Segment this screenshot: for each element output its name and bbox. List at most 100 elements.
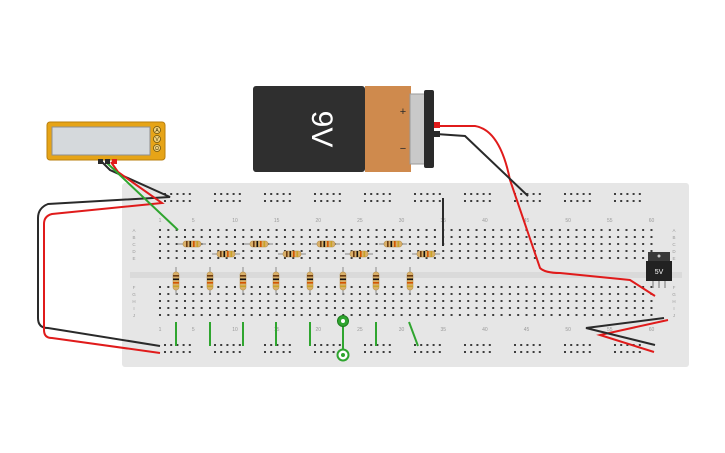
rail-hole[interactable]	[338, 200, 341, 202]
strip-hole[interactable]	[583, 286, 586, 288]
rail-hole[interactable]	[220, 200, 223, 202]
strip-hole[interactable]	[433, 236, 436, 238]
strip-hole[interactable]	[600, 250, 603, 252]
strip-hole[interactable]	[583, 243, 586, 245]
rail-hole[interactable]	[182, 344, 185, 346]
strip-hole[interactable]	[567, 286, 570, 288]
strip-hole[interactable]	[317, 293, 320, 295]
strip-hole[interactable]	[383, 236, 386, 238]
rail-hole[interactable]	[520, 200, 523, 202]
strip-hole[interactable]	[550, 229, 553, 231]
strip-hole[interactable]	[159, 286, 161, 288]
strip-hole[interactable]	[458, 286, 461, 288]
strip-hole[interactable]	[625, 300, 628, 302]
strip-hole[interactable]	[258, 236, 261, 238]
strip-hole[interactable]	[267, 293, 270, 295]
rail-hole[interactable]	[538, 193, 541, 195]
strip-hole[interactable]	[558, 293, 561, 295]
strip-hole[interactable]	[542, 300, 545, 302]
strip-hole[interactable]	[533, 314, 536, 316]
strip-hole[interactable]	[175, 293, 178, 295]
strip-hole[interactable]	[508, 257, 511, 259]
rail-hole[interactable]	[476, 193, 479, 195]
strip-hole[interactable]	[592, 293, 595, 295]
rail-hole[interactable]	[520, 193, 523, 195]
strip-hole[interactable]	[558, 257, 561, 259]
strip-hole[interactable]	[217, 286, 220, 288]
strip-hole[interactable]	[408, 243, 411, 245]
strip-hole[interactable]	[283, 286, 286, 288]
strip-hole[interactable]	[617, 250, 620, 252]
strip-hole[interactable]	[183, 250, 186, 252]
strip-hole[interactable]	[258, 300, 261, 302]
strip-hole[interactable]	[200, 257, 203, 259]
rail-hole[interactable]	[370, 344, 373, 346]
resistor[interactable]	[339, 267, 347, 295]
rail-hole[interactable]	[432, 200, 435, 202]
rail-hole[interactable]	[576, 193, 579, 195]
strip-hole[interactable]	[167, 314, 170, 316]
strip-hole[interactable]	[392, 257, 395, 259]
strip-hole[interactable]	[267, 236, 270, 238]
strip-hole[interactable]	[517, 243, 520, 245]
strip-hole[interactable]	[550, 293, 553, 295]
strip-hole[interactable]	[608, 236, 611, 238]
strip-hole[interactable]	[317, 250, 320, 252]
strip-hole[interactable]	[508, 300, 511, 302]
strip-hole[interactable]	[442, 286, 445, 288]
strip-hole[interactable]	[367, 257, 370, 259]
strip-hole[interactable]	[258, 257, 261, 259]
strip-hole[interactable]	[333, 229, 336, 231]
strip-hole[interactable]	[492, 293, 495, 295]
strip-hole[interactable]	[650, 229, 653, 231]
strip-hole[interactable]	[642, 250, 645, 252]
strip-hole[interactable]	[483, 300, 486, 302]
strip-hole[interactable]	[508, 286, 511, 288]
strip-hole[interactable]	[192, 257, 195, 259]
strip-hole[interactable]	[317, 300, 320, 302]
strip-hole[interactable]	[592, 250, 595, 252]
strip-hole[interactable]	[392, 293, 395, 295]
rail-hole[interactable]	[582, 193, 585, 195]
rail-hole[interactable]	[632, 351, 635, 353]
resistor[interactable]	[306, 267, 314, 295]
strip-hole[interactable]	[367, 236, 370, 238]
strip-hole[interactable]	[533, 307, 536, 309]
strip-hole[interactable]	[600, 257, 603, 259]
rail-hole[interactable]	[376, 193, 379, 195]
wires[interactable]	[37, 125, 669, 354]
rail-hole[interactable]	[182, 200, 185, 202]
strip-hole[interactable]	[500, 307, 503, 309]
strip-hole[interactable]	[642, 314, 645, 316]
rail-hole[interactable]	[332, 200, 335, 202]
rail-hole[interactable]	[638, 351, 641, 353]
strip-hole[interactable]	[633, 300, 636, 302]
rail-hole[interactable]	[364, 351, 366, 353]
rail-hole[interactable]	[170, 193, 173, 195]
rail-hole[interactable]	[620, 200, 623, 202]
rail-hole[interactable]	[176, 344, 179, 346]
rail-hole[interactable]	[164, 351, 166, 353]
strip-hole[interactable]	[525, 307, 528, 309]
strip-hole[interactable]	[400, 257, 403, 259]
strip-hole[interactable]	[350, 286, 353, 288]
strip-hole[interactable]	[242, 243, 245, 245]
strip-hole[interactable]	[383, 314, 386, 316]
strip-hole[interactable]	[317, 314, 320, 316]
strip-hole[interactable]	[533, 300, 536, 302]
strip-hole[interactable]	[258, 307, 261, 309]
strip-hole[interactable]	[217, 293, 220, 295]
strip-hole[interactable]	[583, 300, 586, 302]
strip-hole[interactable]	[633, 286, 636, 288]
strip-hole[interactable]	[475, 293, 478, 295]
strip-hole[interactable]	[500, 229, 503, 231]
strip-hole[interactable]	[208, 243, 211, 245]
strip-hole[interactable]	[342, 243, 345, 245]
strip-hole[interactable]	[258, 229, 261, 231]
strip-hole[interactable]	[242, 307, 245, 309]
strip-hole[interactable]	[275, 257, 278, 259]
rail-hole[interactable]	[488, 193, 491, 195]
strip-hole[interactable]	[375, 300, 378, 302]
rail-hole[interactable]	[470, 351, 473, 353]
rail-hole[interactable]	[614, 200, 616, 202]
